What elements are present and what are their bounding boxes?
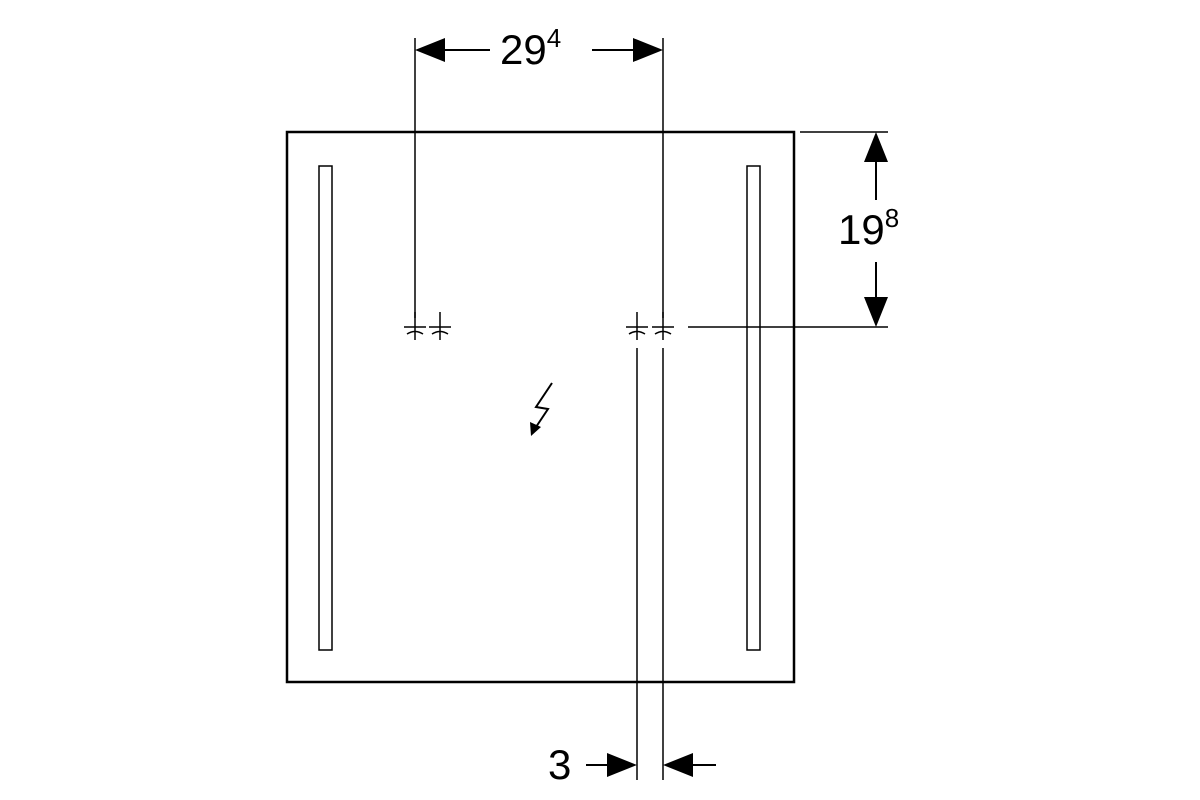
dimension-top: 294 bbox=[415, 23, 663, 73]
left-light-strip bbox=[318, 165, 333, 651]
mount-point-right bbox=[626, 312, 674, 340]
dimension-top-label: 294 bbox=[500, 23, 561, 73]
mirror-outline bbox=[285, 130, 796, 684]
dimension-bottom: 3 bbox=[548, 741, 716, 788]
lightning-bolt-icon bbox=[530, 382, 553, 436]
dimension-bottom-label: 3 bbox=[548, 741, 571, 788]
right-light-strip bbox=[746, 165, 761, 651]
dimension-right-label: 198 bbox=[838, 203, 899, 253]
mount-point-left bbox=[404, 312, 451, 340]
dimension-right: 198 bbox=[838, 132, 899, 327]
